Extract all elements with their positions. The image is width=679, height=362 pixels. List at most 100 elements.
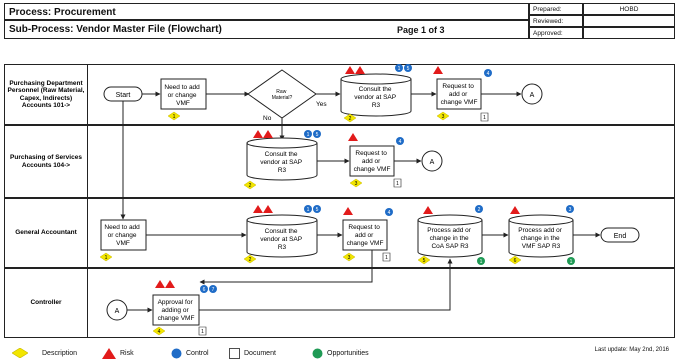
end-label: End	[614, 233, 627, 240]
control-number-a-l1: 1	[398, 66, 401, 72]
arrow-request-approval	[199, 250, 373, 285]
control-number-a-l3: 1	[307, 207, 310, 213]
need-change-text-l1: Need to add or change VMF	[164, 84, 201, 107]
lane-label-controller: Controller	[4, 268, 88, 338]
connector-a-l1	[521, 83, 543, 105]
subprocess-title: Sub-Process: Vendor Master File (Flowcha…	[4, 20, 529, 39]
description-marker-2-l1	[343, 113, 357, 123]
lane-label-purchasing-department: Purchasing Department Personnel (Raw Mat…	[4, 64, 88, 125]
connector-a-label-l4: A	[115, 308, 120, 315]
decision-no-label: No	[263, 115, 272, 122]
control-marker-d-l3	[475, 205, 483, 213]
document-icon-l4	[198, 326, 207, 336]
lane-label-general-accountant: General Accountant	[4, 198, 88, 268]
prepared-label: Prepared:	[529, 3, 583, 15]
request-change-text-l2: Request to add or change VMF	[354, 150, 391, 173]
document-number-l1: 1	[483, 115, 486, 121]
arrow-approval-coa	[199, 258, 453, 311]
legend-control: Control	[171, 348, 209, 359]
control-marker-a-l4	[200, 285, 208, 293]
risk-marker-5-l3	[510, 206, 520, 214]
description-number-3-l1: 3	[442, 114, 445, 120]
control-marker-b-l2	[313, 130, 321, 138]
opportunity-circle-icon	[312, 348, 323, 359]
legend-risk: Risk	[102, 348, 134, 359]
document-square-icon	[229, 348, 240, 359]
lane-label-purchasing-services: Purchasing of Services Accounts 104->	[4, 125, 88, 198]
control-marker-c-l1	[484, 69, 492, 77]
control-marker-a-l3	[304, 205, 312, 213]
risk-marker-4-l3	[423, 206, 433, 214]
subprocess-text: Sub-Process: Vendor Master File (Flowcha…	[9, 24, 222, 35]
legend-document: Document	[229, 348, 276, 359]
control-number-a-l4: 6	[203, 287, 206, 293]
decision-yes-label: Yes	[316, 101, 327, 108]
connector-a-label-l2: A	[430, 159, 435, 166]
page-number: Page 1 of 3	[397, 25, 445, 35]
risk-marker-2-l1	[355, 66, 365, 74]
description-marker-5-l3	[417, 255, 431, 265]
document-icon-l2	[393, 178, 402, 188]
control-number-c-l3: 4	[388, 210, 391, 216]
control-marker-c-l2	[396, 137, 404, 145]
risk-marker-3-l1	[433, 66, 443, 74]
legend-description-label: Description	[42, 349, 78, 357]
connector-a-l2	[421, 150, 443, 172]
control-number-d-l3: 2	[478, 207, 481, 213]
risk-triangle-icon	[102, 348, 116, 359]
coa-sap-database	[417, 214, 483, 258]
description-number-2-l1: 2	[349, 116, 352, 122]
description-diamond-icon	[12, 348, 28, 358]
need-change-text-l3: Need to add or change VMF	[104, 224, 141, 247]
description-number-2-l3: 2	[249, 257, 252, 263]
consult-vendor-text-l1: Consult the vendor at SAP R3	[354, 86, 398, 109]
risk-marker-1-l4	[155, 280, 165, 288]
process-title: Process: Procurement	[4, 3, 529, 20]
coa-sap-text: Process add or change in the CoA SAP R3	[427, 227, 473, 250]
risk-marker-2-l2	[263, 130, 273, 138]
need-change-process-l1	[160, 78, 207, 110]
legend-description: Description	[12, 348, 77, 358]
control-number-b-l4: 7	[212, 287, 215, 293]
start-label: Start	[116, 92, 131, 99]
risk-marker-1-l3	[253, 205, 263, 213]
prepared-value: HOBD	[583, 3, 675, 15]
control-number-e-l3: 3	[569, 207, 572, 213]
control-number-c-l1: 4	[487, 71, 490, 77]
opportunity-number-2-l3: 1	[570, 259, 573, 265]
description-number-2-l2: 2	[249, 183, 252, 189]
consult-vendor-database-l3	[246, 214, 318, 258]
legend-control-label: Control	[186, 350, 209, 357]
description-marker-2-l2	[243, 180, 257, 190]
description-number-3-l2: 3	[355, 181, 358, 187]
document-number-l3: 1	[385, 255, 388, 261]
description-marker-1-l3	[99, 252, 113, 262]
request-change-process-l3	[342, 219, 388, 251]
description-marker-2-l3	[243, 254, 257, 264]
control-number-c-l2: 4	[399, 139, 402, 145]
request-change-text-l3: Request to add or change VMF	[347, 224, 384, 247]
decision-text: Raw Material?	[272, 89, 293, 101]
vmf-sap-text: Process add or change in the VMF SAP R3	[518, 227, 564, 250]
opportunity-marker-2-l3	[567, 257, 575, 265]
end-terminator	[600, 227, 640, 243]
request-change-process-l1	[436, 78, 482, 110]
legend-opportunities: Opportunities	[312, 348, 369, 359]
description-number-1-l1: 1	[173, 114, 176, 120]
document-icon-l1	[480, 112, 489, 122]
control-marker-a-l2	[304, 130, 312, 138]
control-marker-b-l3	[313, 205, 321, 213]
legend-document-label: Document	[244, 350, 276, 357]
vmf-sap-database	[508, 214, 574, 258]
description-marker-4-l4	[152, 326, 166, 336]
reviewed-label: Reviewed:	[529, 15, 583, 27]
risk-marker-3-l2	[348, 133, 358, 141]
approval-text: Approval for adding or change VMF	[158, 299, 195, 322]
opportunity-marker-1-l3	[477, 257, 485, 265]
control-number-b-l1: 5	[407, 66, 410, 72]
risk-marker-2-l4	[165, 280, 175, 288]
control-number-b-l2: 5	[316, 132, 319, 138]
opportunity-number-1-l3: 1	[480, 259, 483, 265]
description-marker-1-l1	[167, 111, 181, 121]
